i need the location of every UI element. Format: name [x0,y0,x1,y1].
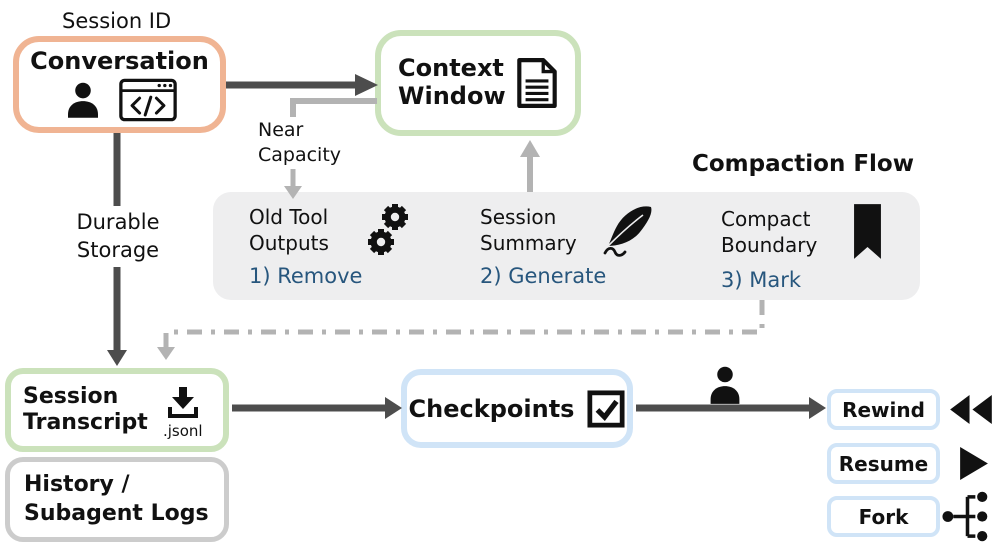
step-label: Compact Boundary [721,207,818,257]
durable-storage-label: Durable Storage [60,206,176,268]
transcript-file: .jsonl [163,385,203,440]
fork-label: Fork [858,504,909,529]
step-action: 1) Remove [249,264,363,288]
fork-icon [941,487,994,546]
session-transcript-title: Session Transcript [23,383,148,435]
gears-icon [366,203,412,257]
near-capacity-label: Near Capacity [258,119,342,167]
history-title: History / Subagent Logs [24,471,209,526]
compaction-to-transcript-connector [163,300,765,348]
play-icon [958,446,989,481]
session-id-label: Session ID [62,9,172,33]
checkbox-checked-icon [587,389,625,428]
compaction-step-mark: Compact Boundary 3) Mark [721,203,883,292]
checkpoints-box: Checkpoints [401,369,633,448]
history-subagent-logs-box: History / Subagent Logs [5,457,229,542]
compaction-flow-title: Compaction Flow [692,151,914,177]
conversation-icons [63,78,177,122]
rewind-icon [948,394,993,425]
file-ext-label: .jsonl [163,421,203,440]
conversation-box: Conversation [13,36,226,133]
near-capacity-connector [290,98,377,117]
code-window-icon [118,78,177,122]
user-icon [63,80,103,120]
arrowhead [157,347,175,360]
session-transcript-box: Session Transcript .jsonl [5,368,229,452]
rewind-label: Rewind [842,397,925,422]
resume-label: Resume [838,451,929,476]
step-action: 2) Generate [480,264,607,288]
download-icon [165,385,201,421]
step-label: Session Summary [480,205,577,255]
step-action: 3) Mark [721,268,802,292]
compaction-flow-panel: Old Tool Outputs [213,192,920,300]
bookmark-icon [852,203,883,261]
resume-box: Resume [827,443,940,484]
arrowhead [809,397,826,419]
context-window-title: Context Window [398,54,506,110]
quill-icon [603,203,655,257]
context-window-box: Context Window [375,30,581,136]
arrowhead [107,350,127,366]
checkpoints-title: Checkpoints [408,394,575,423]
arrowhead [385,397,402,419]
compaction-step-generate: Session Summary 2) Generate [480,203,655,288]
conversation-title: Conversation [30,47,209,75]
compaction-step-remove: Old Tool Outputs [249,203,412,288]
step-label: Old Tool Outputs [249,205,329,255]
rewind-box: Rewind [827,389,940,430]
document-icon [516,57,558,109]
arrowhead [520,140,540,157]
user-icon [705,364,745,405]
fork-box: Fork [827,496,940,537]
